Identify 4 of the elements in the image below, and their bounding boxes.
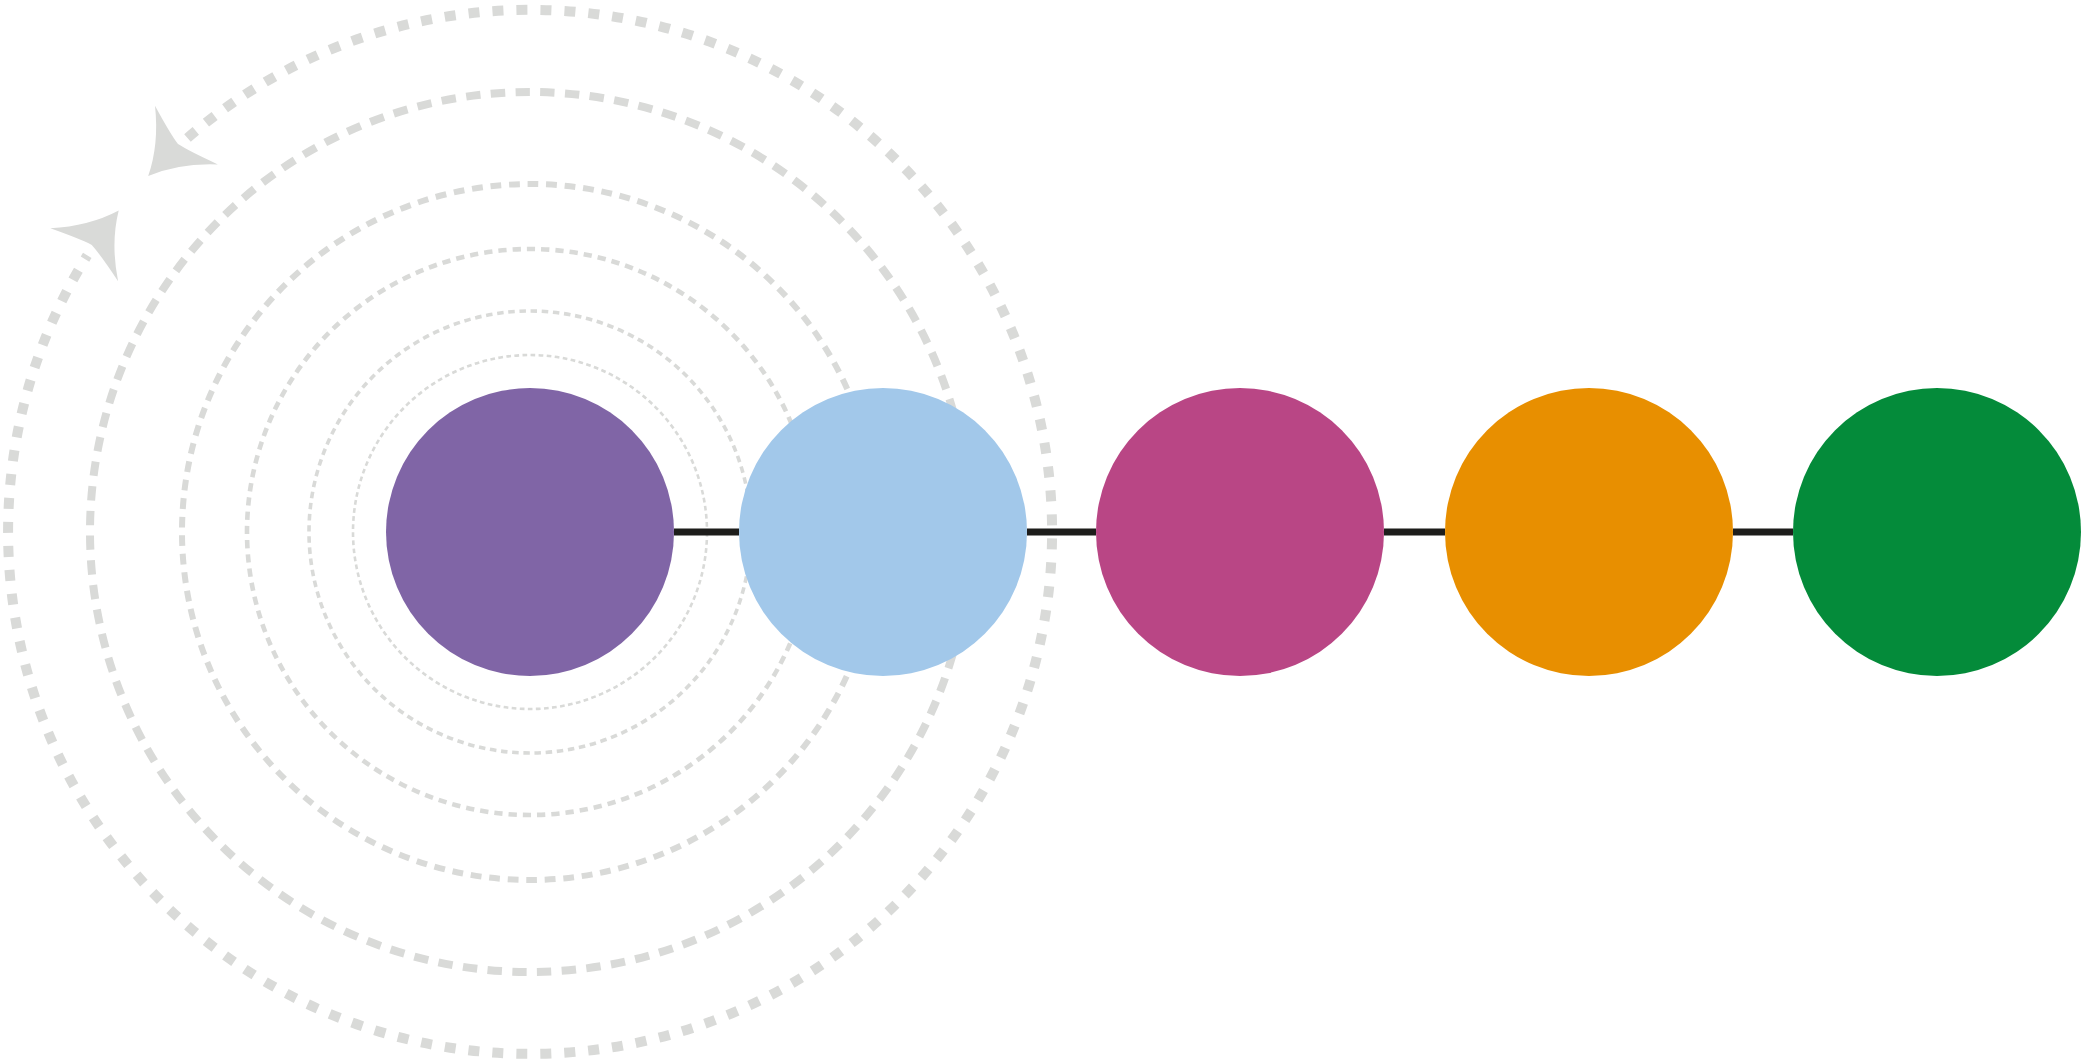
connector-line <box>1384 528 1445 536</box>
connector-line <box>1733 528 1793 536</box>
connector-line <box>1027 528 1096 536</box>
connector-line <box>674 528 739 536</box>
